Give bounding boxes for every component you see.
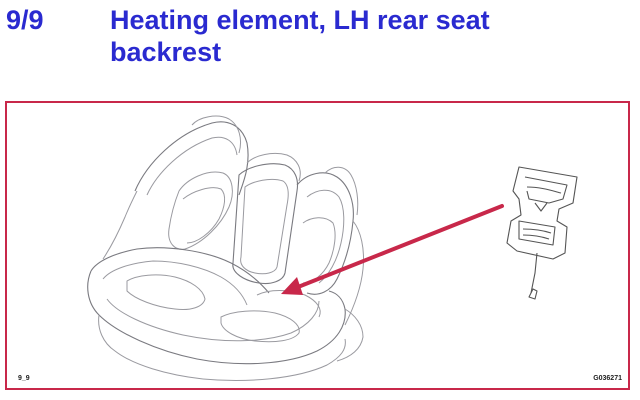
figure-illustration <box>87 115 578 381</box>
title-line-1: Heating element, LH rear seat <box>110 5 490 35</box>
heating-element-drawing <box>506 166 578 300</box>
page-title: Heating element, LH rear seat backrest <box>110 4 610 68</box>
step-number: 9/9 <box>6 5 44 35</box>
figure-id-left: 9_9 <box>18 375 30 382</box>
figure-frame: 9_9 G036271 <box>5 101 630 390</box>
title-line-2: backrest <box>110 37 222 67</box>
figure-id-right: G036271 <box>593 375 622 382</box>
rear-seat-drawing <box>87 115 364 381</box>
pointer-arrow <box>281 204 504 295</box>
